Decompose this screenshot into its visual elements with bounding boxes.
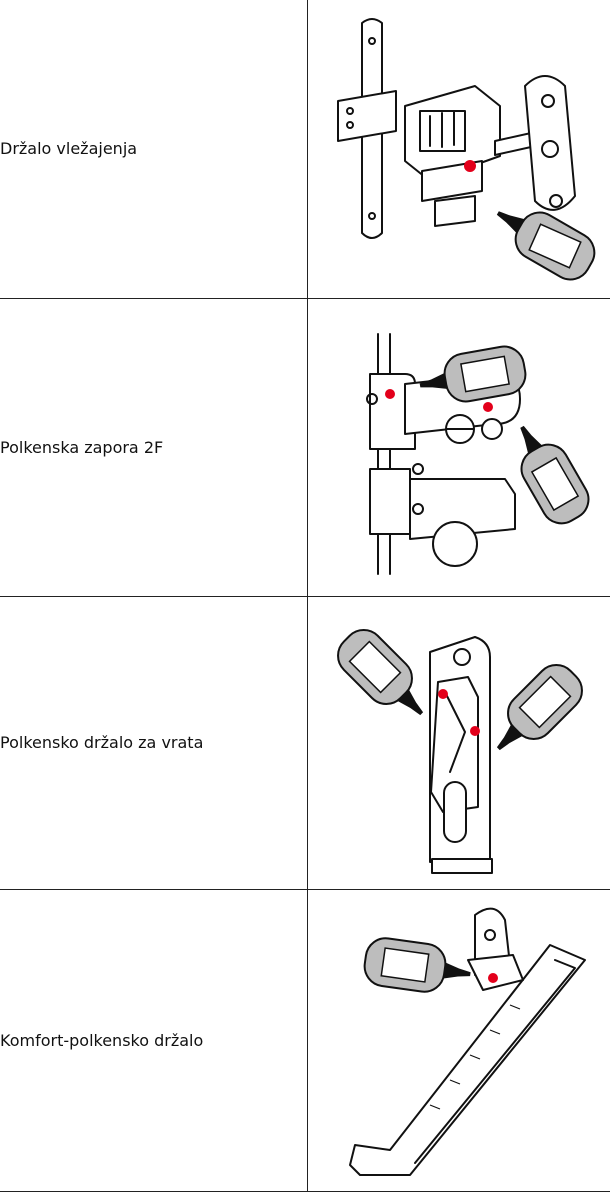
table-row: Polkenska zapora 2F [0, 297, 610, 597]
lubrication-point-icon [463, 159, 476, 172]
table-row: Komfort-polkensko držalo [0, 888, 610, 1192]
table-row: Držalo vležajenja [0, 0, 610, 299]
shutter-lock-illustration [307, 297, 610, 597]
door-holder-illustration [307, 595, 610, 890]
lubrication-point-icon [384, 389, 395, 399]
lubrication-point-icon [469, 726, 480, 736]
hinge-bearing-illustration [307, 0, 610, 299]
table-row: Polkensko držalo za vrata [0, 595, 610, 890]
row-label: Držalo vležajenja [0, 0, 308, 299]
comfort-holder-icon [348, 907, 586, 1176]
lubrication-point-icon [487, 973, 498, 983]
door-holder-icon [336, 629, 583, 874]
shutter-lock-icon [365, 333, 589, 575]
lubrication-point-icon [437, 689, 448, 699]
comfort-holder-illustration [307, 888, 610, 1192]
row-label: Polkensko držalo za vrata [0, 595, 308, 890]
hinge-bearing-icon [336, 17, 595, 281]
row-label: Polkenska zapora 2F [0, 297, 308, 597]
row-label: Komfort-polkensko držalo [0, 888, 308, 1192]
lubrication-point-icon [482, 402, 493, 412]
